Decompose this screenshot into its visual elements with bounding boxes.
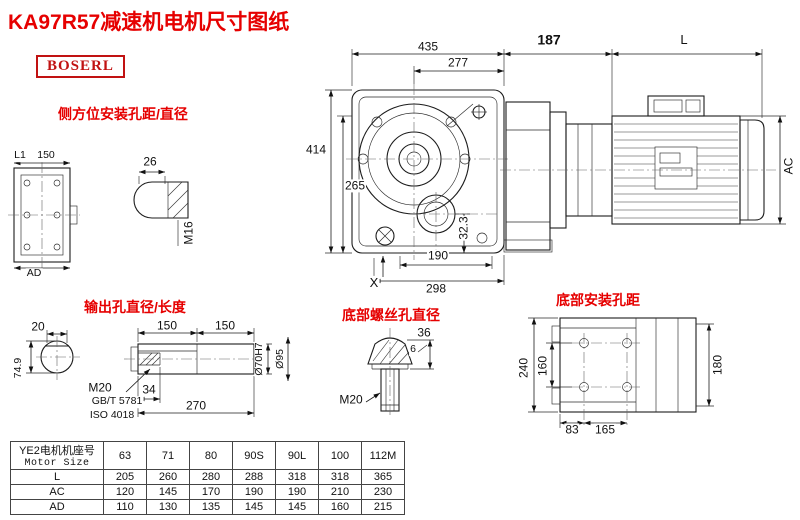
- table-header-row: YE2电机机座号 Motor Size 63 71 80 90S 90L 100…: [10, 441, 405, 470]
- bottom-screw-view: [365, 328, 434, 418]
- table-cell: 318: [318, 469, 362, 485]
- table-cell: 135: [189, 499, 233, 515]
- dim-key-height: 74.9: [12, 356, 25, 380]
- dim-screw-head: 6: [409, 343, 417, 356]
- motor-size-table: YE2电机机座号 Motor Size 63 71 80 90S 90L 100…: [10, 441, 405, 515]
- label-bottom-mount-holes: 底部安装孔距: [556, 292, 640, 308]
- table-cell: 205: [103, 469, 147, 485]
- table-cell: 280: [189, 469, 233, 485]
- table-cell: 365: [361, 469, 405, 485]
- dim-foot-width: 190: [426, 248, 450, 263]
- table-header-size: 71: [146, 441, 190, 470]
- dim-bottom-thread: M20: [338, 392, 364, 407]
- dim-shaft-len-2: 150: [213, 318, 237, 333]
- table-cell: 145: [275, 499, 319, 515]
- table-header-size: 90L: [275, 441, 319, 470]
- dim-base-height: 240: [516, 356, 531, 380]
- dim-hub-dia: Ø95: [274, 348, 287, 370]
- dim-thread-depth: 34: [141, 382, 157, 397]
- dim-base-width: 298: [424, 281, 448, 296]
- table-cell: 215: [361, 499, 405, 515]
- table-row-label: L: [10, 469, 104, 485]
- dim-x-mark: X: [368, 274, 380, 291]
- dim-face-width: 277: [446, 55, 470, 70]
- dim-motor-length: L: [679, 31, 689, 48]
- table-row-AC: AC 120 145 170 190 190 210 230: [10, 484, 405, 500]
- page-title: KA97R57减速机电机尺寸图纸: [8, 11, 290, 34]
- table-cell: 170: [189, 484, 233, 500]
- table-row-label: AC: [10, 484, 104, 500]
- dim-l1: L1: [13, 149, 27, 162]
- table-header-size: 63: [103, 441, 147, 470]
- table-cell: 160: [318, 499, 362, 515]
- table-cell: 110: [103, 499, 147, 515]
- table-cell: 288: [232, 469, 276, 485]
- dim-shaft-thread: M20: [87, 380, 113, 395]
- table-header-en: Motor Size: [24, 458, 90, 469]
- table-cell: 190: [232, 484, 276, 500]
- dim-mount-height: 180: [710, 353, 725, 377]
- output-shaft-view: [26, 328, 291, 417]
- label-bottom-screw-hole: 底部螺丝孔直径: [342, 307, 440, 323]
- dim-motor-diameter: AC: [781, 156, 796, 176]
- dim-overall-height: 414: [304, 142, 328, 157]
- label-output-hole: 输出孔直径/长度: [84, 299, 186, 315]
- table-cell: 120: [103, 484, 147, 500]
- dim-hole-pitch-a: 83: [564, 422, 580, 437]
- left-flange-view: [8, 160, 80, 271]
- table-row-AD: AD 110 130 135 145 145 160 215: [10, 499, 405, 515]
- dim-hole-pitch-v: 160: [535, 354, 550, 378]
- table-cell: 260: [146, 469, 190, 485]
- label-side-mount-holes: 侧方位安装孔距/直径: [58, 106, 188, 122]
- dim-shaft-length: 270: [184, 398, 208, 413]
- dim-side-thread: M16: [181, 220, 196, 246]
- side-output-bore-view: [133, 169, 189, 246]
- dim-shaft-dia: Ø70H7: [253, 341, 266, 377]
- side-view-motor: [500, 49, 786, 253]
- table-header-motor-size: YE2电机机座号 Motor Size: [10, 441, 104, 470]
- table-header-size: 80: [189, 441, 233, 470]
- dim-shaft-len-1: 150: [155, 318, 179, 333]
- dim-hole-pitch-b: 165: [593, 422, 617, 437]
- table-header-size: 90S: [232, 441, 276, 470]
- dim-overall-width: 435: [416, 39, 440, 54]
- table-cell: 210: [318, 484, 362, 500]
- table-cell: 145: [232, 499, 276, 515]
- table-header-cn: YE2电机机座号: [19, 445, 95, 457]
- dim-thread-std-2: ISO 4018: [88, 409, 136, 422]
- table-header-size: 100: [318, 441, 362, 470]
- dim-screw-len: 36: [416, 325, 432, 340]
- dim-shaft-height: 265: [343, 178, 367, 193]
- dim-side-hole-pitch: 150: [36, 149, 56, 162]
- table-cell: 145: [146, 484, 190, 500]
- bottom-mount-view: [528, 317, 714, 428]
- front-view-gearbox: [325, 49, 508, 285]
- dim-thread-std-1: GB/T 5781: [90, 395, 144, 408]
- dim-ad: AD: [25, 267, 43, 280]
- dim-flange-width: 187: [536, 31, 562, 48]
- dim-key-width: 20: [30, 319, 46, 334]
- table-row-L: L 205 260 280 288 318 318 365: [10, 469, 405, 485]
- table-header-size: 112M: [361, 441, 405, 470]
- table-cell: 130: [146, 499, 190, 515]
- dim-bore-width: 26: [142, 154, 158, 169]
- table-cell: 230: [361, 484, 405, 500]
- brand-logo: BOSERL: [36, 55, 125, 78]
- dim-foot-offset: 32.3: [456, 215, 471, 241]
- table-cell: 190: [275, 484, 319, 500]
- table-cell: 318: [275, 469, 319, 485]
- table-row-label: AD: [10, 499, 104, 515]
